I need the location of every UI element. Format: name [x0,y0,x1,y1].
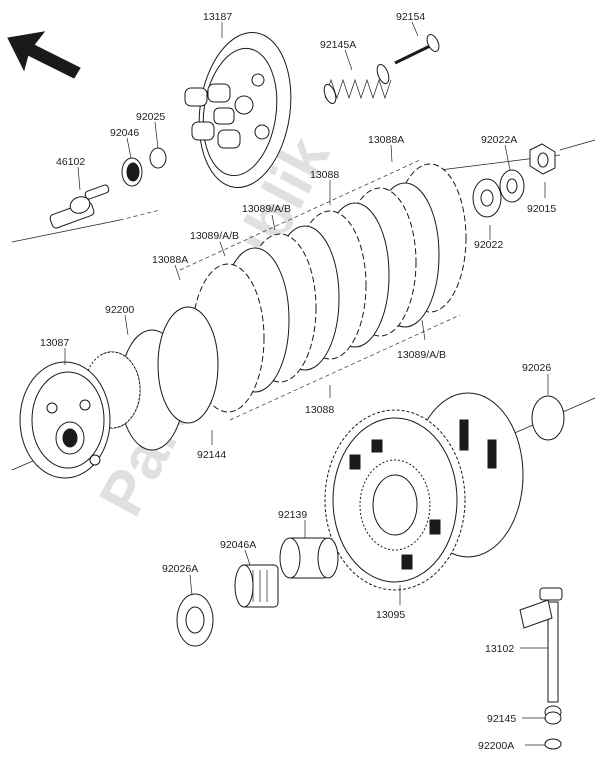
label-13089-1: 13089/A/B [242,203,291,215]
label-46102: 46102 [56,156,85,168]
label-13088A-left: 13088A [152,254,188,266]
washer-92026-part[interactable] [531,395,565,441]
spring-bolt-part[interactable] [394,33,441,67]
label-92144: 92144 [197,449,226,461]
clutch-housing-part[interactable] [324,392,524,591]
clutch-nut-part[interactable] [529,143,556,175]
washer-92022-part[interactable] [472,178,502,218]
label-13087: 13087 [40,337,69,349]
label-13089-3: 13089/A/B [397,349,446,361]
label-13095: 13095 [376,609,405,621]
washer-92022A-part[interactable] [499,169,525,203]
label-92200: 92200 [105,304,134,316]
label-92145: 92145 [487,713,516,725]
washer-92026A-part[interactable] [176,593,214,647]
label-92022: 92022 [474,239,503,251]
label-92046A: 92046A [220,539,256,551]
direction-arrow-icon [7,31,81,79]
label-92026: 92026 [522,362,551,374]
clutch-hub-part[interactable] [19,351,141,479]
label-92022A: 92022A [481,134,517,146]
label-13187: 13187 [203,11,232,23]
needle-bearing-92046A-part[interactable] [234,564,279,608]
label-13088A-top: 13088A [368,134,404,146]
pressure-plate-part[interactable] [184,26,300,193]
needle-bearing-92046-part[interactable] [121,157,143,187]
clutch-spring-part[interactable] [322,63,392,105]
label-92200A: 92200A [478,740,514,752]
spring-92145-part[interactable] [544,705,562,725]
label-92015: 92015 [527,203,556,215]
label-13102: 13102 [485,643,514,655]
label-92026A: 92026A [162,563,198,575]
washer-92025-part[interactable] [149,147,167,169]
label-13088-top: 13088 [310,169,339,181]
label-92139: 92139 [278,509,307,521]
label-92046: 92046 [110,127,139,139]
label-13089-2: 13089/A/B [190,230,239,242]
label-13088-bottom: 13088 [305,404,334,416]
label-92154: 92154 [396,11,425,23]
clutch-plate-stack[interactable] [179,159,467,421]
sleeve-92139-part[interactable] [279,537,339,579]
release-shaft-part[interactable] [519,587,563,703]
leader-lines [64,21,549,746]
part-labels: 13187 92154 92145A 92025 92046 46102 130… [40,11,556,752]
label-92025: 92025 [136,111,165,123]
push-rod-part[interactable] [49,184,110,229]
label-92145A: 92145A [320,39,356,51]
spring-plate-92144-part[interactable] [157,306,219,424]
washer-92200A-part[interactable] [544,738,562,750]
